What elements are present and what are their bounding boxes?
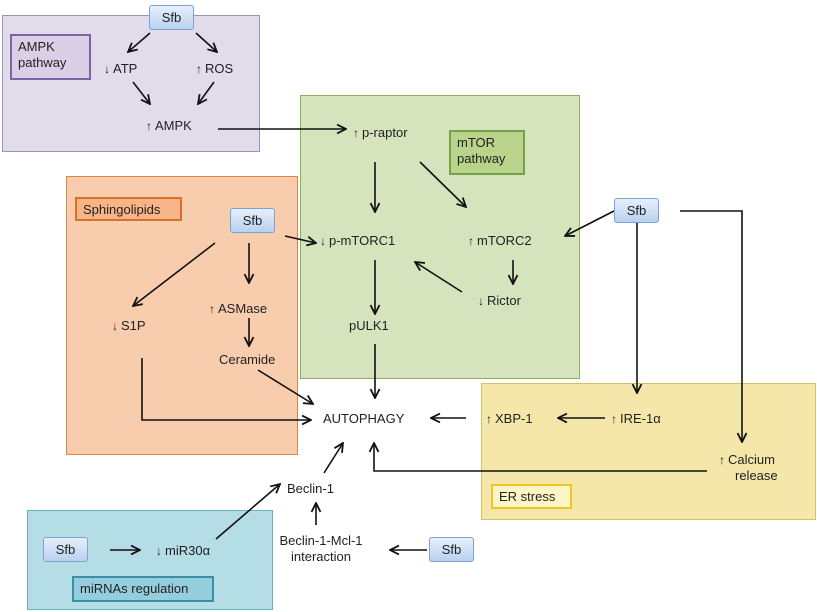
autophagy-node: AUTOPHAGY xyxy=(323,411,405,426)
ampk-pathway-label: AMPK pathway xyxy=(10,34,91,80)
s1p-node: ↓S1P xyxy=(112,318,146,333)
sfb-box-er-stress: Sfb xyxy=(614,198,659,223)
ros-node: ↑ROS xyxy=(196,61,234,76)
sfb-box-mirna: Sfb xyxy=(43,537,88,562)
p-raptor-node: ↑p-raptor xyxy=(353,125,408,140)
arrow-sfb-to-ros xyxy=(195,32,217,52)
arrow-ros-to-ampk xyxy=(198,81,215,104)
ceramide-node: Ceramide xyxy=(219,352,276,367)
sfb-box-beclin: Sfb xyxy=(429,537,474,562)
arrow-sfb-to-atp xyxy=(128,32,151,52)
pulk1-node: pULK1 xyxy=(349,318,389,333)
arrow-beclin1-to-autophagy xyxy=(323,443,343,474)
mirnas-regulation-label: miRNAs regulation xyxy=(72,576,214,602)
arrow-praptor-to-mtorc2 xyxy=(419,161,466,207)
sphingolipids-label: Sphingolipids xyxy=(75,197,182,221)
arrow-mir30a-to-beclin1 xyxy=(215,484,280,540)
beclin1-node: Beclin-1 xyxy=(287,481,334,496)
arrow-sfb-to-calcium xyxy=(680,210,742,442)
xbp1-node: ↑XBP-1 xyxy=(486,411,533,426)
sfb-box-sphingolipids: Sfb xyxy=(230,208,275,233)
er-stress-label: ER stress xyxy=(491,484,572,509)
arrow-sfb-to-s1p xyxy=(133,242,216,306)
rictor-node: ↓Rictor xyxy=(478,293,521,308)
atp-node: ↓ATP xyxy=(104,61,138,76)
mtorc2-node: ↑mTORC2 xyxy=(468,233,532,248)
mir30a-node: ↓miR30α xyxy=(156,543,211,558)
asmase-node: ↑ASMase xyxy=(209,301,268,316)
calcium-release-node: ↑Calcium release xyxy=(719,452,778,483)
mtor-pathway-region xyxy=(300,95,580,379)
arrow-rictor-to-pmtorc1 xyxy=(415,262,463,293)
p-mtorc1-node: ↓p-mTORC1 xyxy=(320,233,396,248)
arrow-sfb-to-mtorc2 xyxy=(565,210,615,236)
mtor-pathway-label: mTOR pathway xyxy=(449,130,525,175)
beclin1-mcl1-interaction-node: Beclin-1-Mcl-1 interaction xyxy=(279,533,363,564)
ire1a-node: ↑IRE-1α xyxy=(611,411,661,426)
sfb-box-ampk: Sfb xyxy=(149,5,194,30)
arrow-calcium-to-autophagy xyxy=(374,443,707,472)
arrow-ceramide-to-autophagy xyxy=(257,369,313,404)
arrow-sfb-to-pmtorc1 xyxy=(284,235,316,243)
arrow-s1p-to-autophagy xyxy=(141,358,311,420)
ampk-node: ↑AMPK xyxy=(146,118,192,133)
arrow-atp-to-ampk xyxy=(132,81,150,104)
